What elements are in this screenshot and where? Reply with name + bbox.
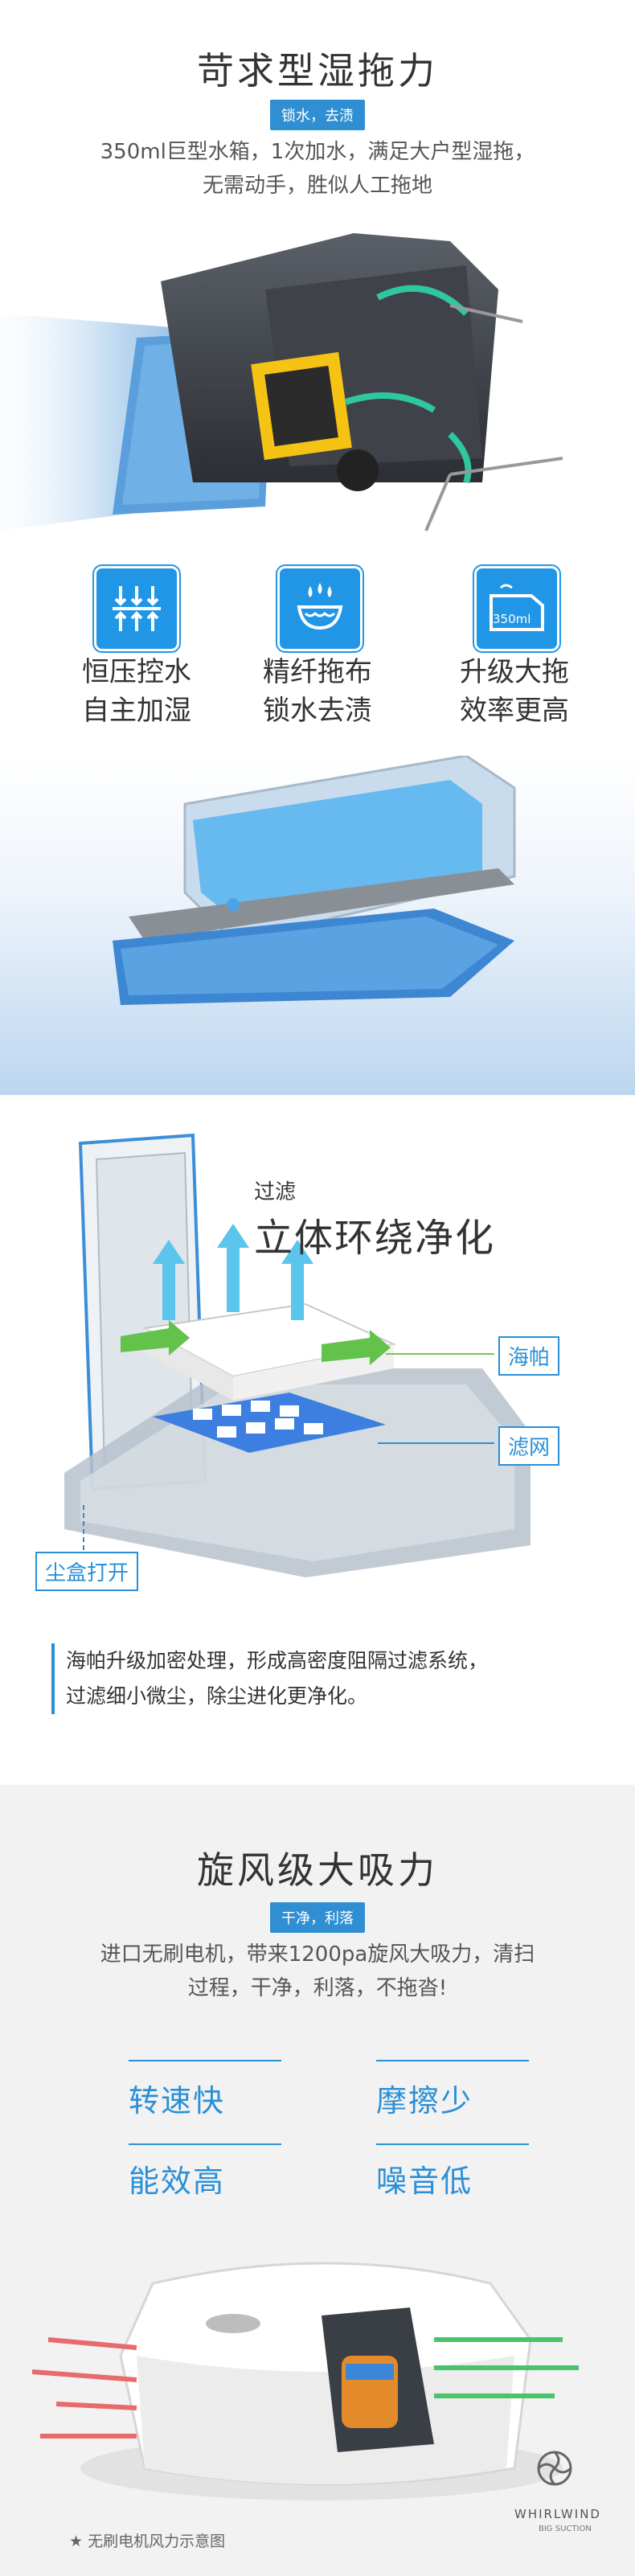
keyword-2: 摩擦少 — [376, 2083, 473, 2119]
filter-description: 海帕升级加密处理，形成高密度阻隔过滤系统， 过滤细小微尘，除尘进化更净化。 — [51, 1643, 596, 1714]
filter-title: 立体环绕净化 — [254, 1216, 496, 1261]
robot-underside-illustration — [0, 217, 635, 539]
water-tank-350ml-icon: 350ml — [474, 566, 559, 651]
mop-feature-2 — [277, 566, 363, 651]
water-tank-mop-illustration — [0, 754, 635, 1095]
mopping-section: 苛求型湿拖力 锁水，去渍 350ml巨型水箱，1次加水，满足大户型湿拖， 无需动… — [0, 0, 635, 1095]
suction-section: 旋风级大吸力 干净，利落 进口无刷电机，带来1200pa旋风大吸力，清扫 过程，… — [0, 1785, 635, 2576]
keyword-4: 噪音低 — [376, 2164, 473, 2199]
motor-airflow-illustration — [31, 2262, 579, 2500]
dustbox-label: 尘盒打开 — [35, 1552, 139, 1591]
hepa-label: 海帕 — [498, 1336, 560, 1376]
dustbox-filter-illustration — [64, 1133, 531, 1577]
mop-description: 350ml巨型水箱，1次加水，满足大户型湿拖， 无需动手，胜似人工拖地 — [100, 140, 535, 198]
water-drops-bowl-icon — [277, 566, 363, 651]
whirlwind-logo-subtext: BIG SUCTION — [539, 2525, 592, 2533]
mesh-label: 滤网 — [498, 1426, 560, 1466]
suction-description: 进口无刷电机，带来1200pa旋风大吸力，清扫 过程，干净，利落，不拖沓! — [100, 1942, 535, 2000]
water-tank-image — [113, 754, 516, 1005]
suction-title: 旋风级大吸力 — [197, 1848, 438, 1892]
footnote: ★ 无刷电机风力示意图 — [69, 2533, 226, 2550]
keyword-3: 能效高 — [129, 2164, 226, 2199]
mop-tag: 锁水，去渍 — [270, 100, 365, 130]
filter-subtitle: 过滤 — [254, 1180, 297, 1204]
filtration-section: 过滤 立体环绕净化 海帕 滤网 尘盒打开 海帕升级加密处理，形成高密度阻隔过滤系… — [0, 1095, 635, 1785]
whirlwind-logo-text: WHIRLWIND — [514, 2507, 601, 2521]
pressure-arrows-icon — [94, 566, 179, 651]
mop-title: 苛求型湿拖力 — [197, 49, 438, 92]
suction-tag: 干净，利落 — [270, 1902, 365, 1933]
keyword-1: 转速快 — [129, 2083, 226, 2119]
mop-feature-1 — [80, 566, 193, 651]
mop-feature-3: 350ml — [474, 566, 559, 651]
robot-underside-image — [0, 233, 563, 531]
